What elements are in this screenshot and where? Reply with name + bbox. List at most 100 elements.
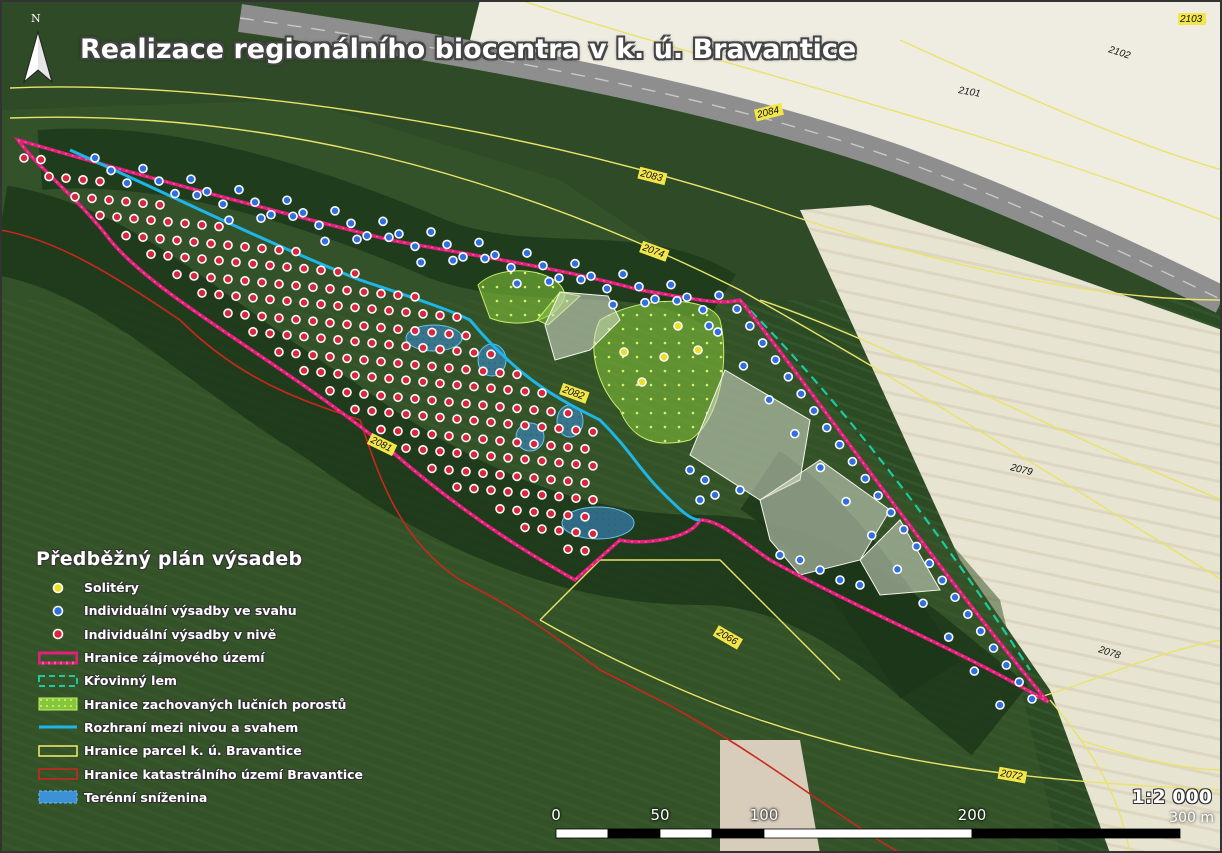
floodplain-planting-point xyxy=(350,336,360,347)
floodplain-planting-point xyxy=(121,230,131,241)
slope-planting-point xyxy=(855,580,865,590)
floodplain-planting-point xyxy=(316,265,326,276)
floodplain-planting-point xyxy=(95,176,105,187)
floodplain-planting-point xyxy=(138,232,148,242)
floodplain-planting-point xyxy=(588,528,598,539)
floodplain-planting-point xyxy=(376,288,386,299)
floodplain-planting-point xyxy=(486,349,496,360)
floodplain-planting-point xyxy=(274,313,284,323)
legend-label: Křovinný lem xyxy=(84,673,177,689)
legend-item-interface: Rozhraní mezi nivou a svahem xyxy=(36,716,396,739)
floodplain-planting-point xyxy=(163,251,173,261)
floodplain-planting-point xyxy=(197,220,207,230)
floodplain-planting-point xyxy=(563,544,573,555)
floodplain-planting-point xyxy=(265,260,275,271)
slope-planting-point xyxy=(554,273,564,283)
floodplain-planting-point xyxy=(299,297,309,308)
floodplain-planting-point xyxy=(461,466,471,477)
floodplain-planting-point xyxy=(418,444,428,455)
floodplain-planting-point xyxy=(478,468,488,479)
scale-tick-0: 0 xyxy=(551,806,561,824)
slope-planting-point xyxy=(410,241,420,252)
floodplain-planting-point xyxy=(503,452,513,463)
slope-planting-point xyxy=(106,165,116,176)
floodplain-planting-point xyxy=(546,474,556,485)
slope-planting-point xyxy=(320,236,330,247)
slope-planting-point xyxy=(924,558,935,569)
floodplain-planting-point xyxy=(410,393,420,404)
floodplain-planting-point xyxy=(359,321,369,331)
floodplain-planting-point xyxy=(486,383,496,394)
floodplain-planting-point xyxy=(546,440,556,451)
floodplain-planting-icon xyxy=(36,626,80,642)
floodplain-planting-point xyxy=(248,326,258,337)
floodplain-planting-point xyxy=(461,330,471,341)
slope-planting-point xyxy=(700,475,710,485)
slope-planting-point xyxy=(122,178,132,188)
floodplain-planting-point xyxy=(342,285,352,296)
floodplain-planting-point xyxy=(223,240,233,250)
slope-planting-point xyxy=(138,163,148,174)
floodplain-planting-point xyxy=(291,246,301,257)
floodplain-planting-point xyxy=(155,234,165,244)
floodplain-planting-point xyxy=(359,355,369,365)
slope-planting-point xyxy=(90,153,100,163)
slope-planting-point xyxy=(416,257,426,268)
floodplain-planting-point xyxy=(478,366,488,377)
floodplain-planting-point xyxy=(580,443,590,454)
slope-planting-point xyxy=(789,428,800,439)
floodplain-planting-point xyxy=(257,277,267,288)
floodplain-planting-point xyxy=(342,319,352,330)
floodplain-planting-point xyxy=(410,427,420,438)
floodplain-planting-point xyxy=(214,289,224,300)
shrub-edge-icon xyxy=(36,673,80,689)
scale-ratio: 1:2 000 xyxy=(1131,786,1212,808)
slope-planting-point xyxy=(892,564,903,575)
slope-planting-point xyxy=(250,197,260,207)
floodplain-planting-point xyxy=(520,522,530,533)
slope-planting-point xyxy=(192,190,202,200)
cadastral-boundary-icon xyxy=(36,766,80,782)
floodplain-planting-point xyxy=(333,266,343,277)
floodplain-planting-point xyxy=(410,325,420,336)
floodplain-planting-point xyxy=(70,192,80,202)
floodplain-planting-point xyxy=(418,410,428,421)
slope-planting-point xyxy=(898,524,909,535)
slope-planting-point xyxy=(745,321,755,331)
north-label: N xyxy=(31,12,41,25)
floodplain-planting-point xyxy=(546,406,556,417)
solitary-tree-point xyxy=(637,377,647,387)
floodplain-planting-point xyxy=(155,200,165,210)
slope-planting-point xyxy=(314,220,324,231)
floodplain-planting-point xyxy=(444,465,454,475)
field-patch xyxy=(720,740,820,853)
legend-label: Hranice parcel k. ú. Bravantice xyxy=(84,743,302,759)
slope-planting-point xyxy=(757,338,768,348)
legend-item-slope-plantings: Individuální výsadby ve svahu xyxy=(36,599,396,622)
floodplain-planting-point xyxy=(427,361,437,372)
floodplain-planting-point xyxy=(512,369,522,380)
floodplain-planting-point xyxy=(512,505,522,516)
floodplain-planting-point xyxy=(384,305,394,316)
floodplain-planting-point xyxy=(350,302,360,313)
slope-planting-point xyxy=(384,232,394,243)
slope-planting-point xyxy=(943,632,954,642)
slope-planting-point xyxy=(224,215,234,225)
shrub-edge-line xyxy=(739,299,1031,671)
floodplain-planting-point xyxy=(291,348,301,359)
slope-planting-point xyxy=(608,299,618,310)
solitary-tree-point xyxy=(693,345,703,355)
slope-planting-point xyxy=(841,496,851,507)
slope-planting-point xyxy=(218,199,228,209)
plantings-slope xyxy=(90,153,1037,710)
floodplain-planting-point xyxy=(231,257,241,268)
slope-planting-point xyxy=(738,361,749,371)
floodplain-planting-point xyxy=(87,193,97,204)
floodplain-planting-point xyxy=(520,488,530,499)
slope-planting-point xyxy=(298,207,308,218)
slope-planting-point xyxy=(448,255,458,266)
floodplain-planting-point xyxy=(427,429,437,440)
legend-label: Terénní sníženina xyxy=(84,789,208,805)
floodplain-planting-point xyxy=(452,482,462,492)
